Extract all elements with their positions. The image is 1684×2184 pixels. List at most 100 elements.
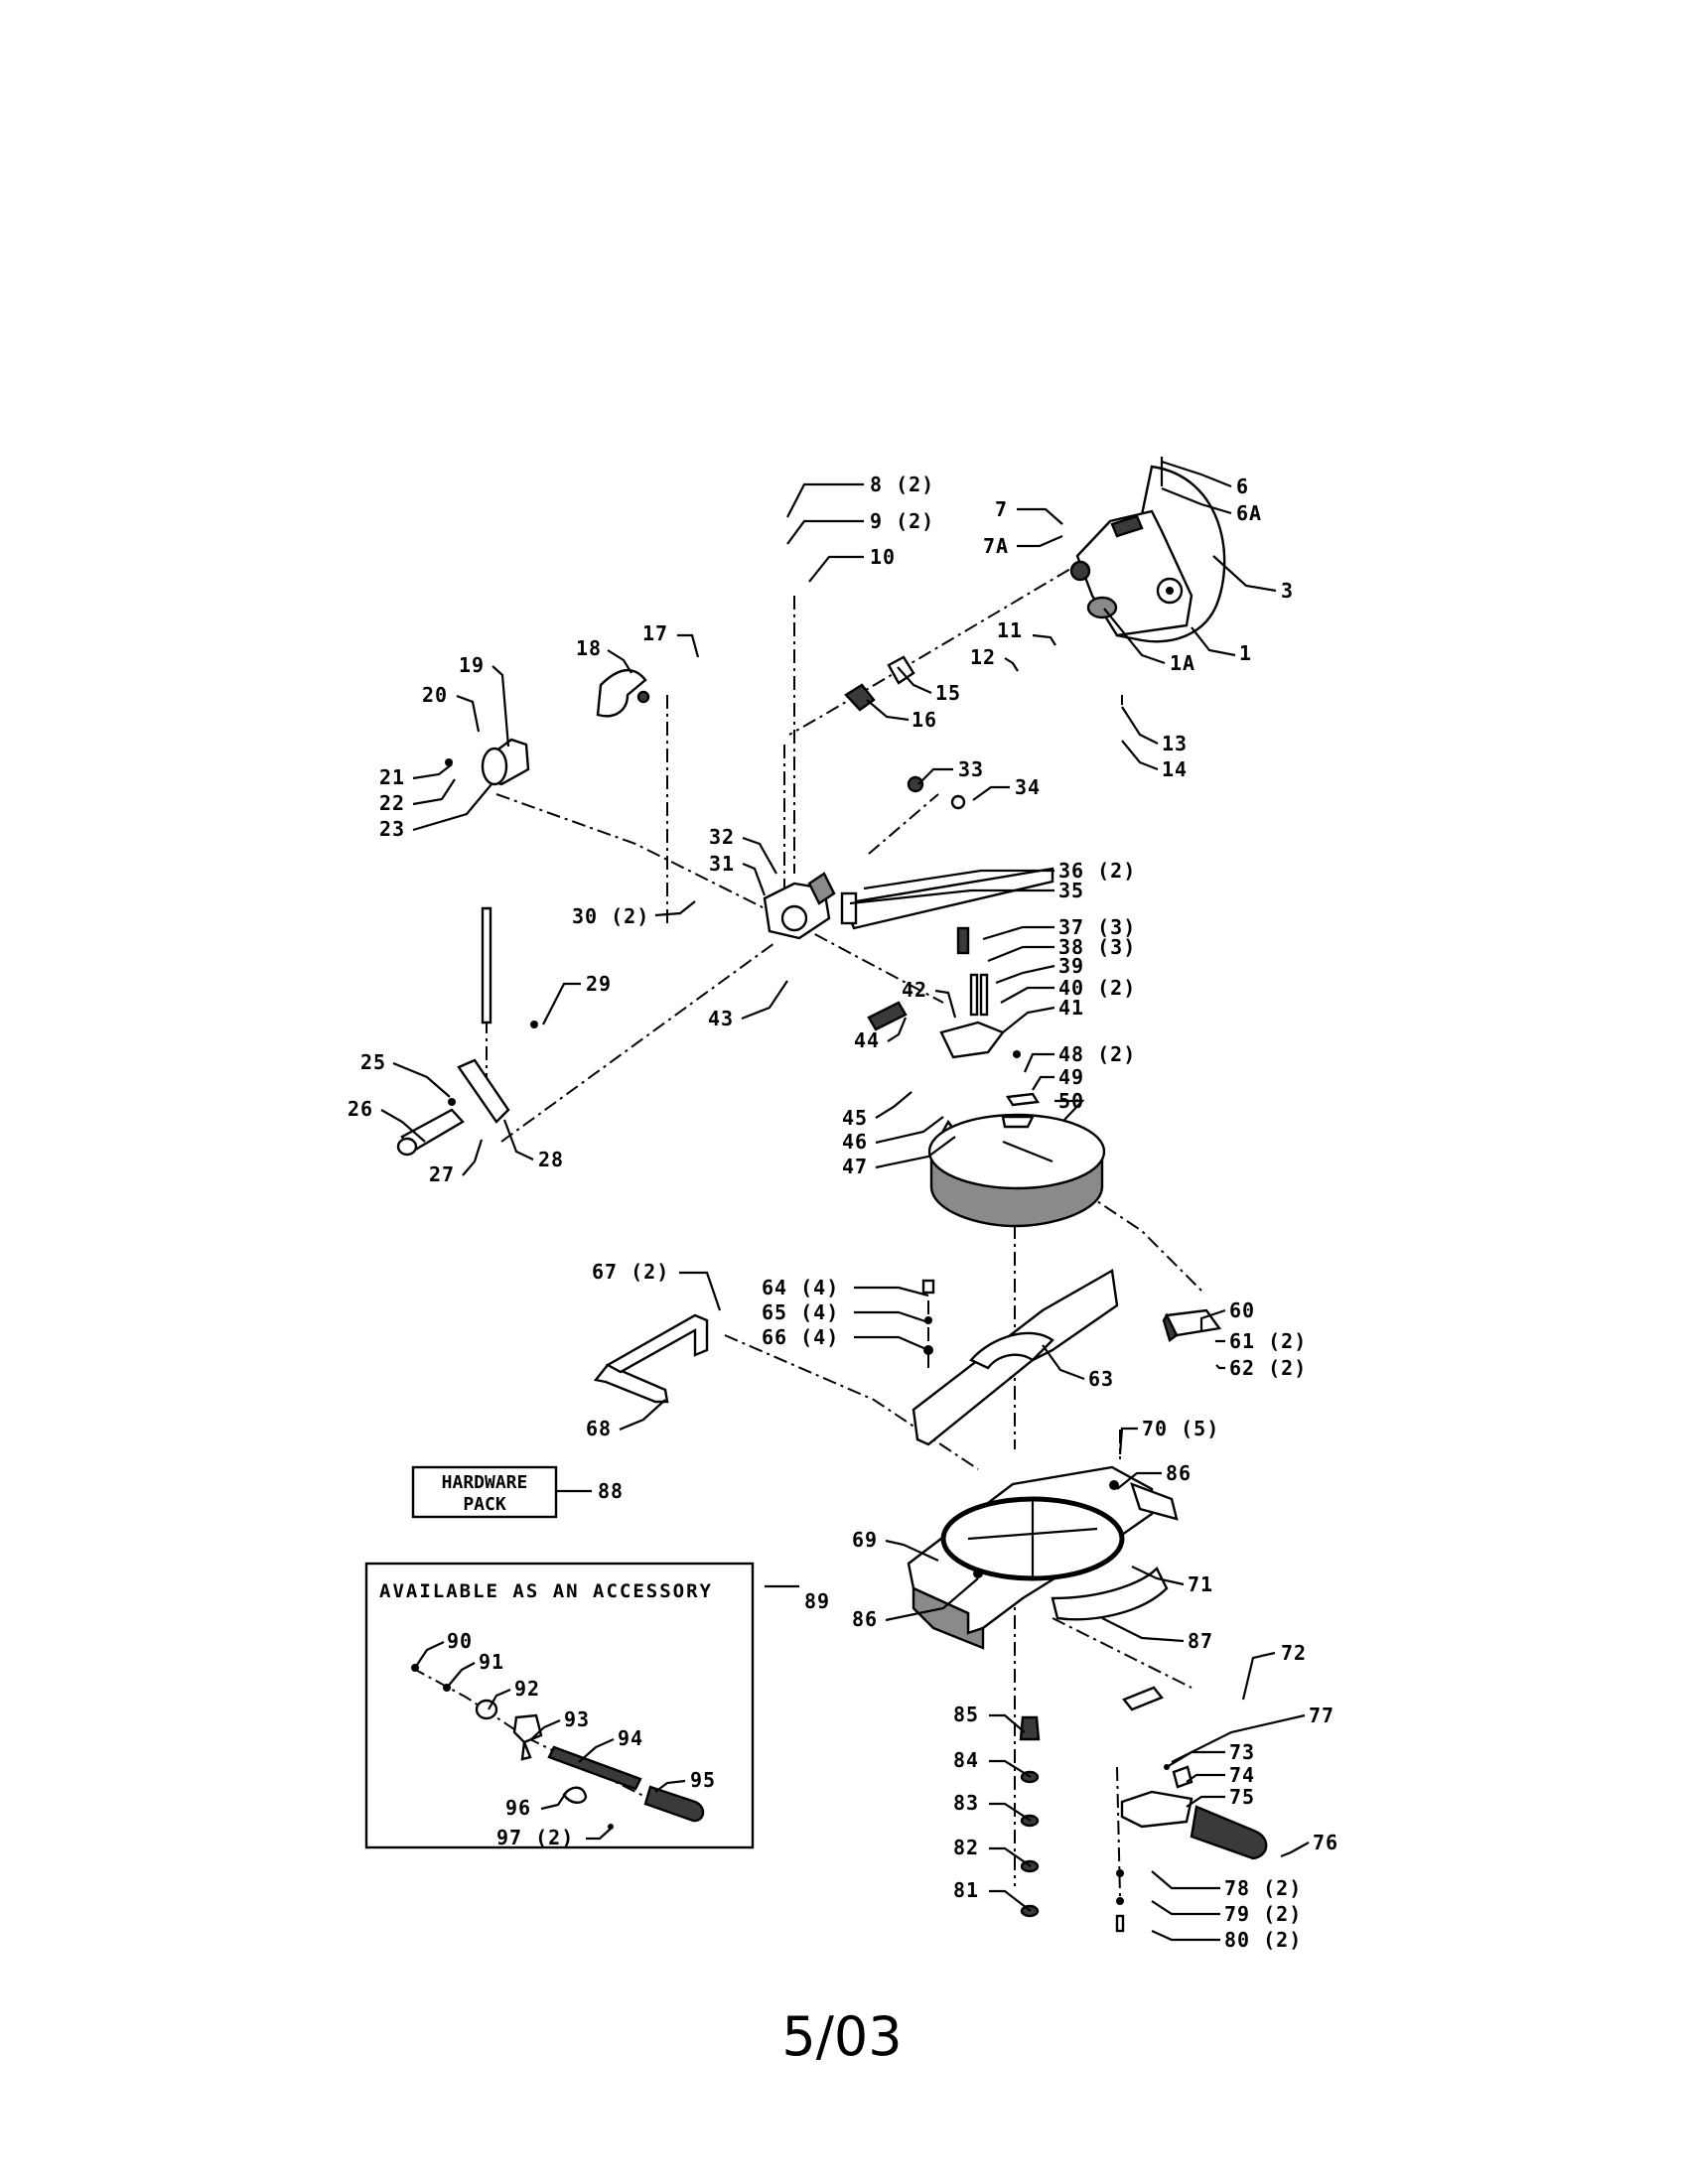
- part-label-p28: 28: [538, 1148, 564, 1171]
- pivot-bracket: [867, 926, 1005, 1153]
- part-label-p20: 20: [422, 683, 448, 707]
- leader-line-p42: [934, 989, 957, 1019]
- leader-line-p6a: [1161, 486, 1232, 515]
- leader-line-p45: [875, 1091, 912, 1119]
- part-label-p27: 27: [429, 1162, 455, 1186]
- leader-line-p19: [491, 665, 510, 748]
- part-label-p79: 79 (2): [1224, 1902, 1302, 1926]
- leader-line-p9: [786, 519, 864, 545]
- part-label-p18: 18: [576, 636, 602, 660]
- leader-line-p68: [619, 1399, 666, 1432]
- leader-line-p40: [1000, 986, 1054, 1004]
- leader-line-p11: [1032, 633, 1056, 646]
- leader-line-p84: [989, 1759, 1032, 1778]
- leader-lines: [380, 460, 1310, 1942]
- leader-line-p1: [1191, 626, 1236, 657]
- part-label-p67: 67 (2): [592, 1260, 669, 1284]
- part-label-p42: 42: [902, 978, 927, 1002]
- hardware-pack: HARDWARE PACK: [411, 1465, 558, 1519]
- leader-line-p63: [1042, 1344, 1085, 1381]
- leader-line-p50: [1054, 1099, 1085, 1121]
- part-label-p82: 82: [953, 1836, 979, 1859]
- part-label-p31: 31: [709, 852, 735, 876]
- part-label-p6: 6: [1236, 475, 1249, 498]
- leader-line-p61: [1214, 1339, 1225, 1343]
- leader-line-p39: [995, 964, 1055, 985]
- leader-line-p13: [1121, 706, 1159, 745]
- leader-line-p70: [1118, 1427, 1138, 1455]
- part-label-p77: 77: [1309, 1704, 1334, 1727]
- part-label-p41: 41: [1058, 996, 1084, 1020]
- part-label-p45: 45: [842, 1106, 868, 1130]
- arm-assembly: [763, 655, 1054, 940]
- part-label-p80: 80 (2): [1224, 1928, 1302, 1952]
- leader-line-p34: [972, 785, 1010, 801]
- accessory-part-label-a93: 93: [564, 1707, 590, 1731]
- part-label-p6a: 6A: [1236, 501, 1262, 525]
- part-label-p17: 17: [642, 621, 668, 645]
- leader-line-a97: [586, 1828, 612, 1841]
- accessory-ref-label: 89: [804, 1589, 830, 1613]
- accessory-title: AVAILABLE AS AN ACCESSORY: [379, 1580, 713, 1602]
- part-label-p40: 40 (2): [1058, 976, 1136, 1000]
- leader-line-p86a: [1116, 1471, 1162, 1490]
- part-label-p65: 65 (4): [762, 1300, 839, 1324]
- part-label-p46: 46: [842, 1130, 868, 1154]
- saw-base: [907, 1465, 1179, 1650]
- leader-line-p86b: [885, 1577, 979, 1622]
- part-label-p29: 29: [586, 972, 612, 996]
- part-label-p30: 30 (2): [572, 904, 649, 928]
- accessory-box: AVAILABLE AS AN ACCESSORY 89: [364, 1562, 830, 1849]
- lock-rod-assembly: [396, 906, 538, 1157]
- part-label-p1a: 1A: [1170, 651, 1195, 675]
- part-label-p7: 7: [995, 497, 1008, 521]
- part-label-p44: 44: [854, 1028, 880, 1052]
- leader-line-p28: [502, 1119, 534, 1160]
- leader-line-p66: [854, 1335, 929, 1352]
- part-label-p19: 19: [459, 653, 485, 677]
- leader-line-p80: [1151, 1929, 1220, 1942]
- part-label-p12: 12: [970, 645, 996, 669]
- leader-line-p48: [1023, 1052, 1054, 1073]
- part-label-p86b: 86: [852, 1607, 878, 1631]
- part-label-p13: 13: [1162, 732, 1188, 755]
- part-label-p72: 72: [1281, 1641, 1307, 1665]
- leader-line-p87: [1101, 1617, 1185, 1643]
- leader-line-p71: [1131, 1566, 1185, 1586]
- leader-line-p20: [456, 694, 481, 733]
- accessory-part-label-a97: 97 (2): [496, 1826, 574, 1849]
- part-label-p84: 84: [953, 1748, 979, 1772]
- accessory-part-label-a90: 90: [447, 1629, 473, 1653]
- leader-line-p22: [412, 778, 456, 806]
- page-footer-date: 5/03: [781, 2005, 903, 2068]
- leader-line-a96: [540, 1792, 567, 1811]
- part-label-p86a: 86: [1166, 1461, 1192, 1485]
- leader-line-p29: [542, 982, 581, 1025]
- part-label-p35: 35: [1058, 879, 1084, 902]
- leader-line-p69: [885, 1539, 939, 1563]
- part-label-p76: 76: [1313, 1831, 1338, 1854]
- leader-line-p12: [1004, 657, 1019, 672]
- part-label-p64: 64 (4): [762, 1276, 839, 1299]
- part-label-p78: 78 (2): [1224, 1876, 1302, 1900]
- part-label-p60: 60: [1229, 1298, 1255, 1322]
- leader-line-p3: [1212, 555, 1277, 593]
- part-label-p21: 21: [379, 765, 405, 789]
- part-label-p69: 69: [852, 1528, 878, 1552]
- part-label-p75: 75: [1229, 1785, 1255, 1809]
- part-label-p43: 43: [708, 1007, 734, 1030]
- leader-line-p72: [1241, 1651, 1276, 1701]
- leader-line-p10: [808, 555, 864, 583]
- part-label-p8: 8 (2): [870, 473, 934, 496]
- part-label-p16: 16: [912, 708, 937, 732]
- part-label-p87: 87: [1188, 1629, 1213, 1653]
- part-label-p85: 85: [953, 1703, 979, 1726]
- leader-line-a90: [414, 1641, 445, 1669]
- lock-handle-assembly: [1115, 1686, 1268, 1933]
- leader-line-p25: [392, 1061, 451, 1098]
- part-label-p83: 83: [953, 1791, 979, 1815]
- leader-line-p47: [875, 1136, 956, 1169]
- part-label-p62: 62 (2): [1229, 1356, 1307, 1380]
- leader-line-p16: [866, 699, 910, 722]
